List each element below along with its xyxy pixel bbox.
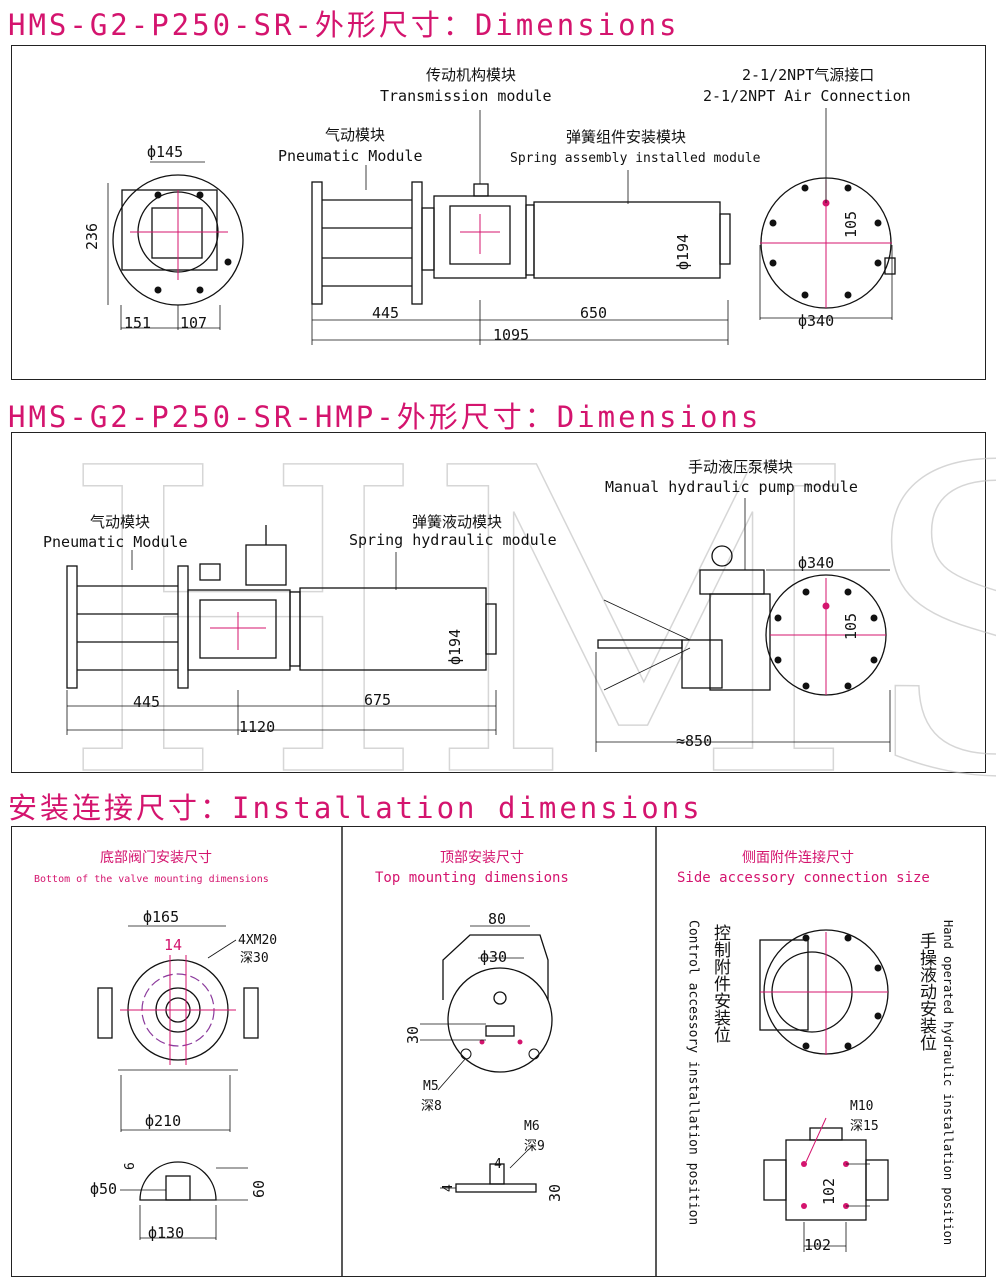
s2-dim-850: ≈850 (676, 732, 712, 750)
s1-dim-107: 107 (180, 314, 207, 332)
s3-deep8: 深8 (421, 1099, 442, 1114)
s1-pneumatic-en: Pneumatic Module (278, 147, 423, 165)
s3-side-view (759, 929, 889, 1252)
s3-side-en: Side accessory connection size (677, 870, 930, 886)
s2-pneumatic-en: Pneumatic Module (43, 533, 188, 551)
s3-dim-210: ф210 (145, 1112, 181, 1130)
s3-top-cn: 顶部安装尺寸 (440, 850, 524, 866)
s1-front-view (107, 161, 244, 330)
s3-dim-102a: 102 (820, 1178, 838, 1205)
s3-hand-cn: 手操液动安装位 (916, 932, 937, 1051)
s1-pneumatic-cn: 气动模块 (325, 126, 385, 144)
s3-control-en: Control accessory installation position (686, 920, 701, 1225)
s1-transmission-en: Transmission module (380, 87, 552, 105)
dimensions-panel-1 (11, 45, 986, 380)
s1-air-en: 2-1/2NPT Air Connection (703, 87, 911, 105)
s1-dim-650: 650 (580, 304, 607, 322)
s3-deep30: 深30 (240, 951, 269, 966)
s2-dim-445: 445 (133, 693, 160, 711)
s3-bottom-view (97, 925, 259, 1240)
s1-transmission-cn: 传动机构模块 (426, 66, 516, 84)
s3-dim-14: 14 (164, 936, 182, 954)
installation-panel (11, 826, 986, 1277)
s3-m5: M5 (423, 1079, 439, 1094)
s2-spring-en: Spring hydraulic module (349, 531, 557, 549)
s3-dim-4a: 4 (494, 1157, 502, 1172)
s3-m6: M6 (524, 1119, 540, 1134)
s1-dim-1095: 1095 (493, 326, 529, 344)
s1-dim-194: ф194 (674, 234, 692, 270)
watermark: HMS (60, 381, 996, 870)
s3-bottom-en: Bottom of the valve mounting dimensions (34, 874, 269, 885)
s1-flange-view (759, 108, 896, 320)
s2-dim-1120: 1120 (239, 718, 275, 736)
section2-title: HMS-G2-P250-SR-HMP-外形尺寸：Dimensions (8, 400, 762, 434)
section3-title: 安装连接尺寸：Installation dimensions (8, 791, 703, 825)
s1-dim-445: 445 (372, 304, 399, 322)
s2-pump-en: Manual hydraulic pump module (605, 478, 858, 496)
s3-dim-4b: 4 (441, 1184, 456, 1192)
s3-m10: M10 (850, 1099, 873, 1114)
s3-dim-102b: 102 (804, 1236, 831, 1254)
s3-hand-en: Hand operated hydraulic installation pos… (941, 920, 955, 1245)
s3-top-view (420, 925, 553, 1193)
s2-dim-105: 105 (842, 613, 860, 640)
s2-pneumatic-cn: 气动模块 (90, 513, 150, 531)
s1-dim-151: 151 (124, 314, 151, 332)
s3-dim-6: 6 (123, 1162, 138, 1170)
s2-pump-view (595, 498, 891, 752)
s3-dim-60: 60 (250, 1180, 268, 1198)
s3-dim-30phi: ф30 (480, 948, 507, 966)
s3-dim-30: 30 (404, 1026, 422, 1044)
s2-side-view (66, 525, 497, 735)
s2-dim-675: 675 (364, 691, 391, 709)
s1-spring-cn: 弹簧组件安装模块 (566, 128, 686, 146)
s1-dim-340: ф340 (798, 312, 834, 330)
s1-dim-105: 105 (842, 211, 860, 238)
dimensions-panel-2 (11, 432, 986, 773)
s1-side-view (311, 110, 731, 345)
s3-bottom-cn: 底部阀门安装尺寸 (100, 850, 212, 866)
s3-dim-130: ф130 (148, 1224, 184, 1242)
s1-spring-en: Spring assembly installed module (510, 151, 761, 166)
s1-dim-145: ф145 (147, 143, 183, 161)
s3-dim-50: ф50 (90, 1180, 117, 1198)
s1-air-cn: 2-1/2NPT气源接口 (742, 66, 874, 84)
s3-dim-165: ф165 (143, 908, 179, 926)
s3-deep9: 深9 (524, 1139, 545, 1154)
s3-control-cn: 控制附件安装位 (710, 924, 731, 1043)
s2-spring-cn: 弹簧液动模块 (412, 513, 502, 531)
s2-dim-194: ф194 (446, 629, 464, 665)
s3-deep15: 深15 (850, 1119, 879, 1134)
s3-dim-80: 80 (488, 910, 506, 928)
s3-m20: 4XM20 (238, 933, 277, 948)
s3-dim-30b: 30 (546, 1184, 564, 1202)
section1-title: HMS-G2-P250-SR-外形尺寸：Dimensions (8, 8, 680, 42)
s2-dim-340: ф340 (798, 554, 834, 572)
s3-top-en: Top mounting dimensions (375, 870, 569, 886)
s2-pump-cn: 手动液压泵模块 (688, 458, 793, 476)
s1-dim-236: 236 (83, 223, 101, 250)
s3-side-cn: 侧面附件连接尺寸 (742, 849, 854, 866)
